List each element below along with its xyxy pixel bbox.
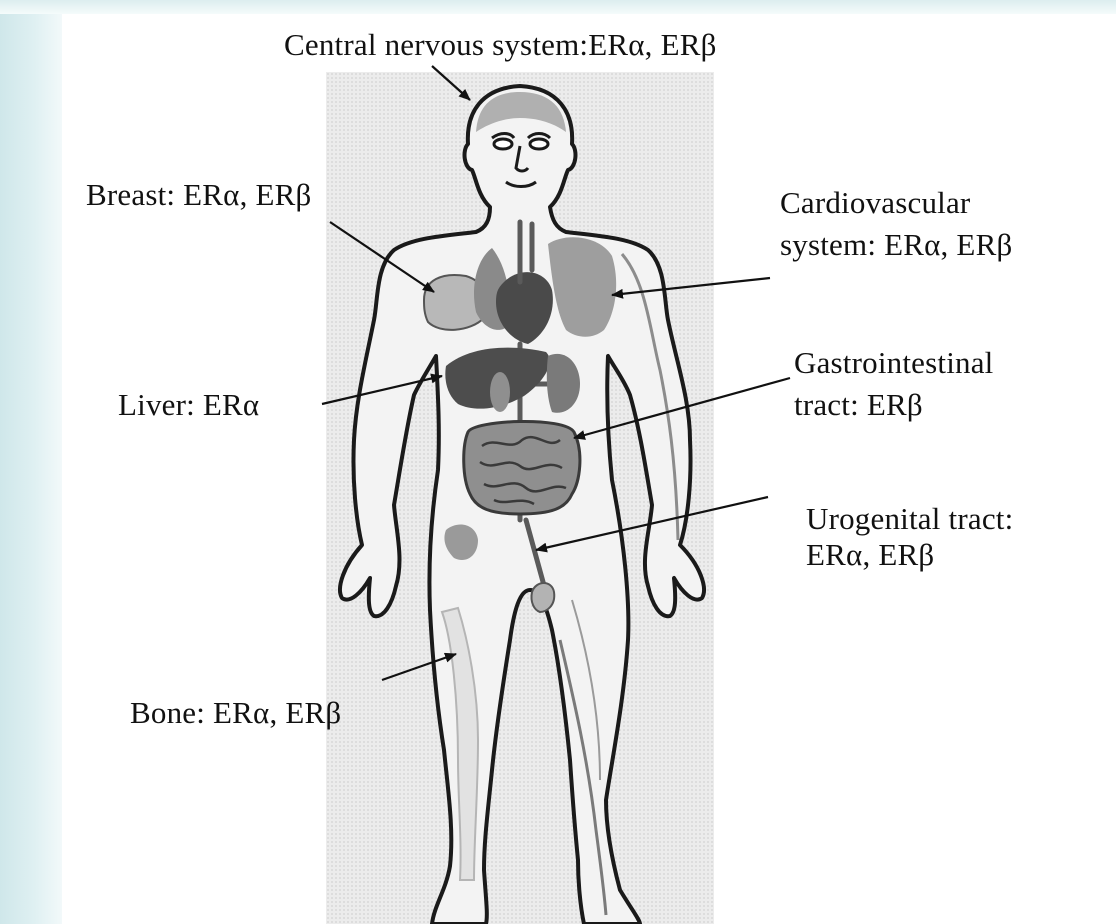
bladder <box>531 583 554 612</box>
label-urogenital-line2: ERα, ERβ <box>806 538 934 572</box>
label-central-nervous-system: Central nervous system:ERα, ERβ <box>284 28 717 62</box>
kidney <box>490 372 510 412</box>
label-gi-line2: tract: ERβ <box>794 388 923 422</box>
cns-arrow <box>432 66 470 100</box>
label-urogenital-line1: Urogenital tract: <box>806 502 1013 536</box>
label-liver: Liver: ERα <box>118 388 259 422</box>
label-breast: Breast: ERα, ERβ <box>86 178 312 212</box>
label-cardiovascular-line1: Cardiovascular <box>780 186 970 220</box>
label-cardiovascular-line2: system: ERα, ERβ <box>780 228 1012 262</box>
label-gi-line1: Gastrointestinal <box>794 346 994 380</box>
label-bone: Bone: ERα, ERβ <box>130 696 341 730</box>
human-figure <box>340 86 704 924</box>
